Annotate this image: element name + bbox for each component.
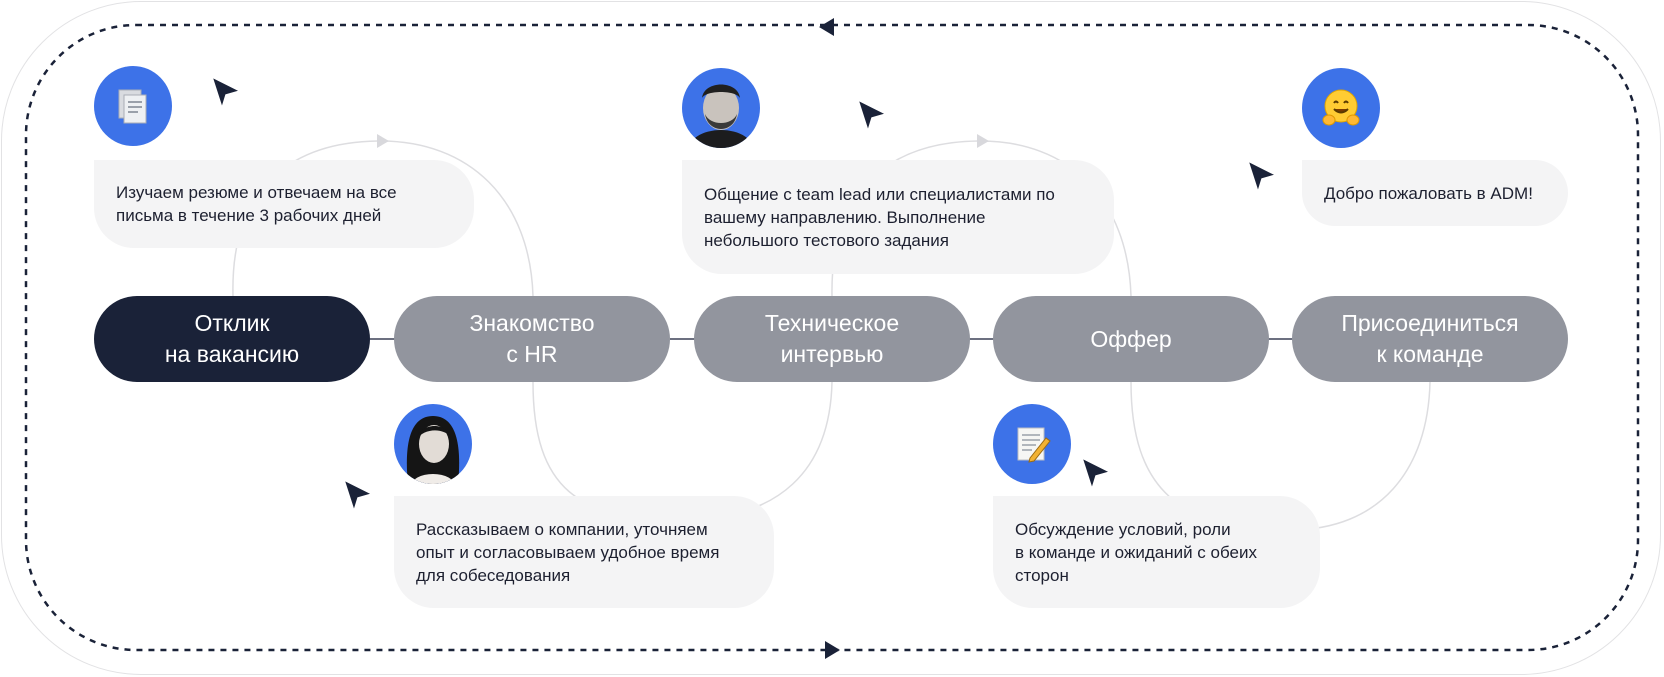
hugging-face-icon [1302, 68, 1380, 148]
cursor-icon [856, 98, 889, 134]
step-apply: Отклик на вакансию [94, 296, 370, 382]
step-join-team: Присоединиться к команде [1292, 296, 1568, 382]
note-offer: Обсуждение условий, роли в команде и ожи… [993, 496, 1320, 608]
step-hr-intro: Знакомство с HR [394, 296, 670, 382]
loop-arrow-top [819, 18, 834, 36]
document-icon [94, 66, 172, 146]
team-lead-photo [682, 68, 760, 148]
loop-arrow-bottom [825, 641, 840, 659]
cursor-icon [1080, 456, 1113, 492]
memo-icon [993, 404, 1071, 484]
step-tech-interview: Техническое интервью [694, 296, 970, 382]
note-apply: Изучаем резюме и отвечаем на все письма … [94, 160, 474, 248]
step-offer: Оффер [993, 296, 1269, 382]
hr-photo [394, 404, 472, 484]
arc-arrow-2 [977, 134, 989, 148]
cursor-icon [1246, 159, 1279, 195]
arc-arrow-1 [377, 134, 389, 148]
note-hr-intro: Рассказываем о компании, уточняем опыт и… [394, 496, 774, 608]
note-tech-interview: Общение с team lead или специалистами по… [682, 160, 1114, 274]
cursor-icon [210, 75, 243, 111]
cursor-icon [342, 478, 375, 514]
note-join-team: Добро пожаловать в ADM! [1302, 160, 1568, 226]
